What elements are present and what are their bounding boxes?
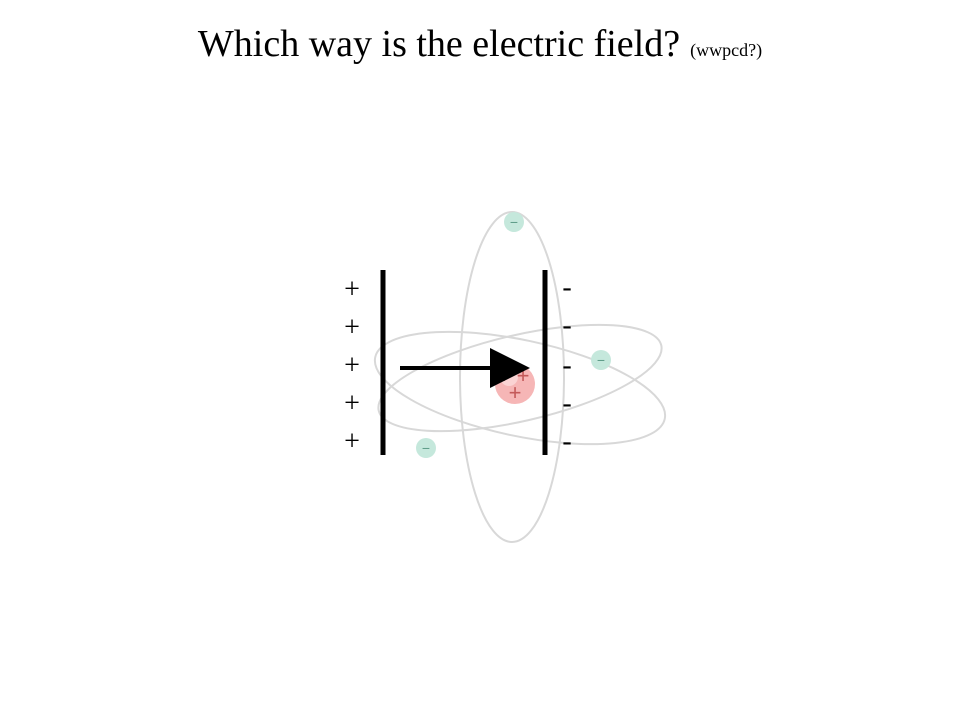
negative-charge: - xyxy=(562,426,571,457)
svg-text:−: − xyxy=(597,352,605,368)
electron-right: − xyxy=(591,350,611,370)
orbit-vertical xyxy=(459,211,565,543)
negative-charge: - xyxy=(562,350,571,381)
nucleus-charge-3: + xyxy=(509,380,522,405)
positive-charge: + xyxy=(344,274,360,305)
positive-charge: + xyxy=(344,426,360,457)
negative-charge: - xyxy=(562,388,571,419)
electron-left: − xyxy=(416,438,436,458)
negative-charge: - xyxy=(562,272,571,303)
title-text: Which way is the electric field? xyxy=(197,23,681,65)
orbit-tilted-a xyxy=(377,323,663,433)
page-title: Which way is the electric field? (wwpcd?… xyxy=(0,22,960,66)
positive-charge: + xyxy=(344,388,360,419)
negative-charge: - xyxy=(562,310,571,341)
svg-text:−: − xyxy=(422,440,430,456)
electron-top: − xyxy=(504,212,524,232)
positive-charge: + xyxy=(344,312,360,343)
svg-text:−: − xyxy=(510,214,518,230)
subtitle-text: (wwpcd?) xyxy=(690,40,763,60)
atom-orbits xyxy=(373,211,667,543)
positive-charge: + xyxy=(344,350,360,381)
negative-charges: - - - - - xyxy=(562,272,571,457)
orbit-tilted-b xyxy=(373,330,667,446)
positive-charges: + + + + + xyxy=(344,274,360,457)
electrons: − − − xyxy=(416,212,611,458)
